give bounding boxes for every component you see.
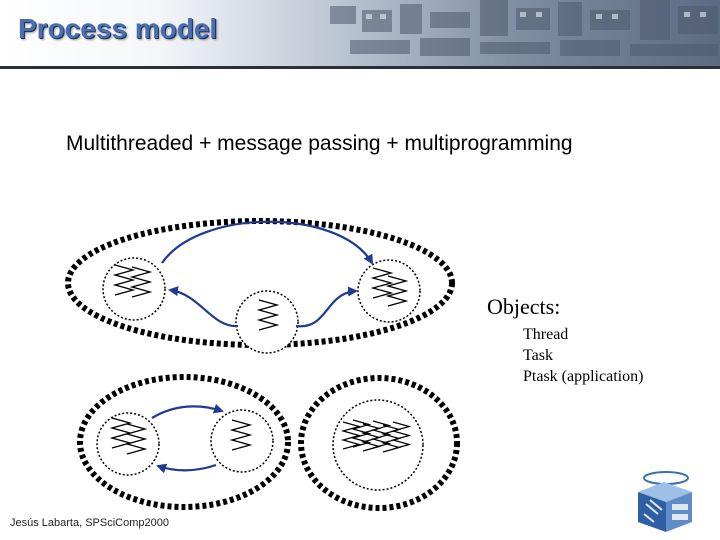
message-arrow-bottom-return <box>156 463 217 474</box>
task-circle-top-middle <box>235 290 299 354</box>
legend-item-task: Task <box>523 347 553 364</box>
task-circle-bottom-right <box>210 409 274 473</box>
task-circle-bottom-left <box>96 412 160 476</box>
slide-title: Process model <box>18 13 218 44</box>
message-arrow-bottom <box>151 403 224 419</box>
footer-author: Jesús Labarta, SPSciComp2000 <box>10 517 169 529</box>
task-circle-bottom-far <box>332 399 424 491</box>
ptask-ellipse-bottom-left <box>77 374 291 510</box>
legend-title: Objects: <box>487 294 561 319</box>
legend: Objects: Thread Task Ptask (application) <box>487 294 643 387</box>
legend-item-thread: Thread <box>523 326 569 343</box>
cepba-tools-logo <box>638 471 692 532</box>
task-circle-top-left <box>102 257 166 321</box>
ptask-ellipse-bottom-right <box>298 375 460 511</box>
title-bar: Process model <box>0 0 720 66</box>
logo-cube-icon <box>638 471 692 532</box>
legend-list: Thread Task Ptask (application) <box>523 324 643 387</box>
header-background-image <box>330 0 718 56</box>
legend-item-ptask: Ptask (application) <box>523 368 644 385</box>
message-arrow-right <box>295 286 358 328</box>
message-arrow-top <box>161 220 374 265</box>
header-divider <box>0 66 720 69</box>
task-circle-top-right <box>357 259 421 323</box>
message-arrow-left <box>168 286 239 328</box>
slide-subtitle: Multithreaded + message passing + multip… <box>66 132 573 155</box>
